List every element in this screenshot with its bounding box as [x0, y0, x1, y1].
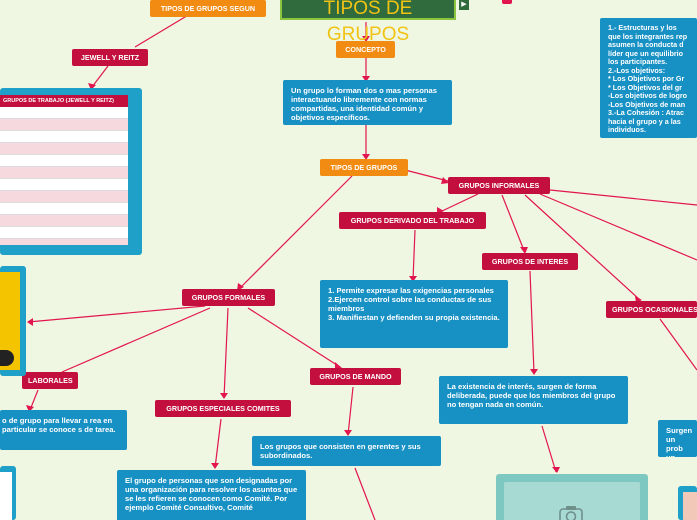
arrowhead: [409, 276, 417, 282]
connector: [91, 65, 109, 88]
connector: [549, 189, 697, 206]
arrowhead: [26, 405, 34, 412]
arrowhead: [552, 467, 560, 473]
node-laborales[interactable]: LABORALES: [22, 372, 78, 389]
node-interes-text[interactable]: La existencia de interés, surgen de form…: [439, 376, 628, 424]
node-concepto[interactable]: CONCEPTO: [336, 41, 395, 58]
node-laborales-text[interactable]: o de grupo para llevar a rea en particul…: [0, 410, 127, 450]
table-row: [0, 203, 128, 215]
node-grupos-de-mando[interactable]: GRUPOS DE MANDO: [310, 368, 401, 385]
connector: [239, 175, 353, 289]
table-row: [0, 167, 128, 179]
node-tipos-de-grupos[interactable]: TIPOS DE GRUPOS: [320, 159, 408, 176]
table-row: [0, 227, 128, 239]
node-grupos-de-interes[interactable]: GRUPOS DE INTERES: [482, 253, 578, 270]
connector: [439, 193, 479, 213]
node-especiales-text[interactable]: El grupo de personas que son designadas …: [117, 470, 306, 520]
connector: [539, 193, 697, 261]
table-row: [0, 215, 128, 227]
connector: [529, 270, 535, 374]
arrowhead: [530, 369, 538, 375]
connector: [347, 386, 354, 436]
connector: [223, 307, 229, 399]
arrowhead: [362, 154, 370, 160]
table-row: [0, 119, 128, 131]
connector: [27, 305, 206, 323]
node-grupos-formales[interactable]: GRUPOS FORMALES: [182, 289, 275, 306]
table-row: [0, 155, 128, 167]
connector: [247, 307, 341, 368]
top-marker: [502, 0, 512, 4]
node-grupos-ocasionales[interactable]: GRUPOS OCASIONALES: [606, 301, 697, 318]
node-concepto-text[interactable]: Un grupo lo forman dos o mas personas in…: [283, 80, 452, 125]
table-row: [0, 239, 128, 245]
image-placeholder: [683, 492, 697, 520]
connector: [412, 229, 416, 281]
node-mando-text[interactable]: Los grupos que consisten en gerentes y s…: [252, 436, 441, 466]
arrowhead: [362, 76, 370, 82]
arrowhead: [88, 83, 96, 90]
table-row: [0, 131, 128, 143]
arrowhead: [27, 318, 33, 326]
node-jewell-reitz[interactable]: JEWELL Y REITZ: [72, 49, 148, 66]
table-row: [0, 191, 128, 203]
node-right-text[interactable]: 1.- Estructuras y los que los integrante…: [600, 18, 697, 138]
camera-icon: [559, 506, 583, 520]
image-placeholder-panel[interactable]: [496, 474, 648, 520]
table-row: [0, 143, 128, 155]
image-placeholder: [0, 472, 12, 520]
node-ocasionales-text[interactable]: Surgen un prob un esta: [658, 420, 697, 457]
node-derivado-text[interactable]: 1. Permite expresar las exigencias perso…: [320, 280, 508, 348]
arrowhead: [344, 430, 352, 436]
character-image-panel[interactable]: [0, 266, 26, 376]
character-image: [0, 272, 20, 370]
arrowhead: [211, 463, 219, 469]
connector: [501, 194, 526, 254]
table-image: GRUPOS DE TRABAJO (JEWELL Y REITZ): [0, 95, 128, 245]
connector: [354, 467, 376, 520]
image-placeholder-inner: [504, 482, 640, 520]
node-grupos-informales[interactable]: GRUPOS INFORMALES: [448, 177, 550, 194]
left-bottom-image-panel[interactable]: [0, 466, 16, 520]
connector: [524, 194, 641, 301]
right-bottom-image-panel[interactable]: [678, 486, 697, 520]
connector: [404, 169, 449, 182]
table-row: [0, 107, 128, 119]
character-figure: [0, 350, 14, 366]
node-grupos-especiales-comites[interactable]: GRUPOS ESPECIALES COMITES: [155, 400, 291, 417]
connector: [541, 425, 557, 473]
connector: [134, 13, 191, 48]
arrowhead: [441, 177, 449, 184]
node-grupos-derivado[interactable]: GRUPOS DERIVADO DEL TRABAJO: [339, 212, 486, 229]
play-icon[interactable]: ▶: [459, 0, 469, 10]
table-row: [0, 179, 128, 191]
table-image-panel[interactable]: GRUPOS DE TRABAJO (JEWELL Y REITZ): [0, 88, 142, 255]
connector: [659, 318, 697, 371]
table-header: GRUPOS DE TRABAJO (JEWELL Y REITZ): [0, 95, 128, 107]
arrowhead: [220, 393, 228, 399]
arrowhead: [520, 247, 528, 254]
connector: [214, 418, 222, 469]
map-title[interactable]: TIPOS DE GRUPOS: [280, 0, 456, 45]
arrowhead: [362, 36, 370, 42]
node-tipos-segun[interactable]: TIPOS DE GRUPOS SEGUN: [150, 0, 266, 17]
connector: [61, 307, 211, 373]
